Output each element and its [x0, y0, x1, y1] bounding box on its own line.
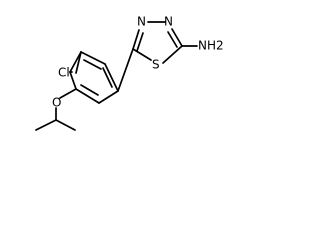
- nitrogen-atom-label-left: N: [137, 15, 146, 29]
- bond-ring-c5-c6: [98, 90, 119, 104]
- bond-ring-c6-c1: [104, 63, 119, 92]
- bond-aryl-thiadiazole: [117, 48, 134, 92]
- chlorine-atom-label: Cl: [58, 66, 70, 80]
- benzene-ring: [69, 51, 119, 104]
- bond-ring-c1-c2: [80, 51, 106, 65]
- bond-s1-c5: [132, 48, 152, 61]
- bond-ring-c2-c3: [69, 51, 82, 73]
- bond-ring-double-1: [83, 59, 102, 70]
- bond-ring-double-2: [80, 84, 99, 96]
- structural-formula: Cl O N N S NH2: [35, 15, 224, 131]
- bond-ring-double-3: [102, 67, 113, 88]
- thiadiazole-ring: [132, 21, 183, 64]
- bond-ch-ch3-right: [55, 119, 76, 131]
- sulfur-atom-label: S: [152, 58, 160, 72]
- bond-ring-o: [59, 88, 77, 99]
- bond-ring-cl: [75, 51, 82, 74]
- bond-c2-s1: [162, 45, 183, 64]
- oxygen-atom-label: O: [52, 96, 61, 110]
- bond-ring-c4-c5: [75, 88, 100, 104]
- bond-ring-c3-c4: [69, 71, 77, 90]
- bond-c5-n4: [132, 29, 140, 50]
- nitrogen-atom-label-right: N: [164, 15, 173, 29]
- bond-c5-n4-double: [136, 32, 144, 52]
- bond-ch-ch3-left: [35, 119, 57, 131]
- amine-group-label: NH2: [198, 39, 224, 53]
- bond-n3-c2: [171, 28, 183, 47]
- bond-n3-c2-double: [167, 31, 178, 48]
